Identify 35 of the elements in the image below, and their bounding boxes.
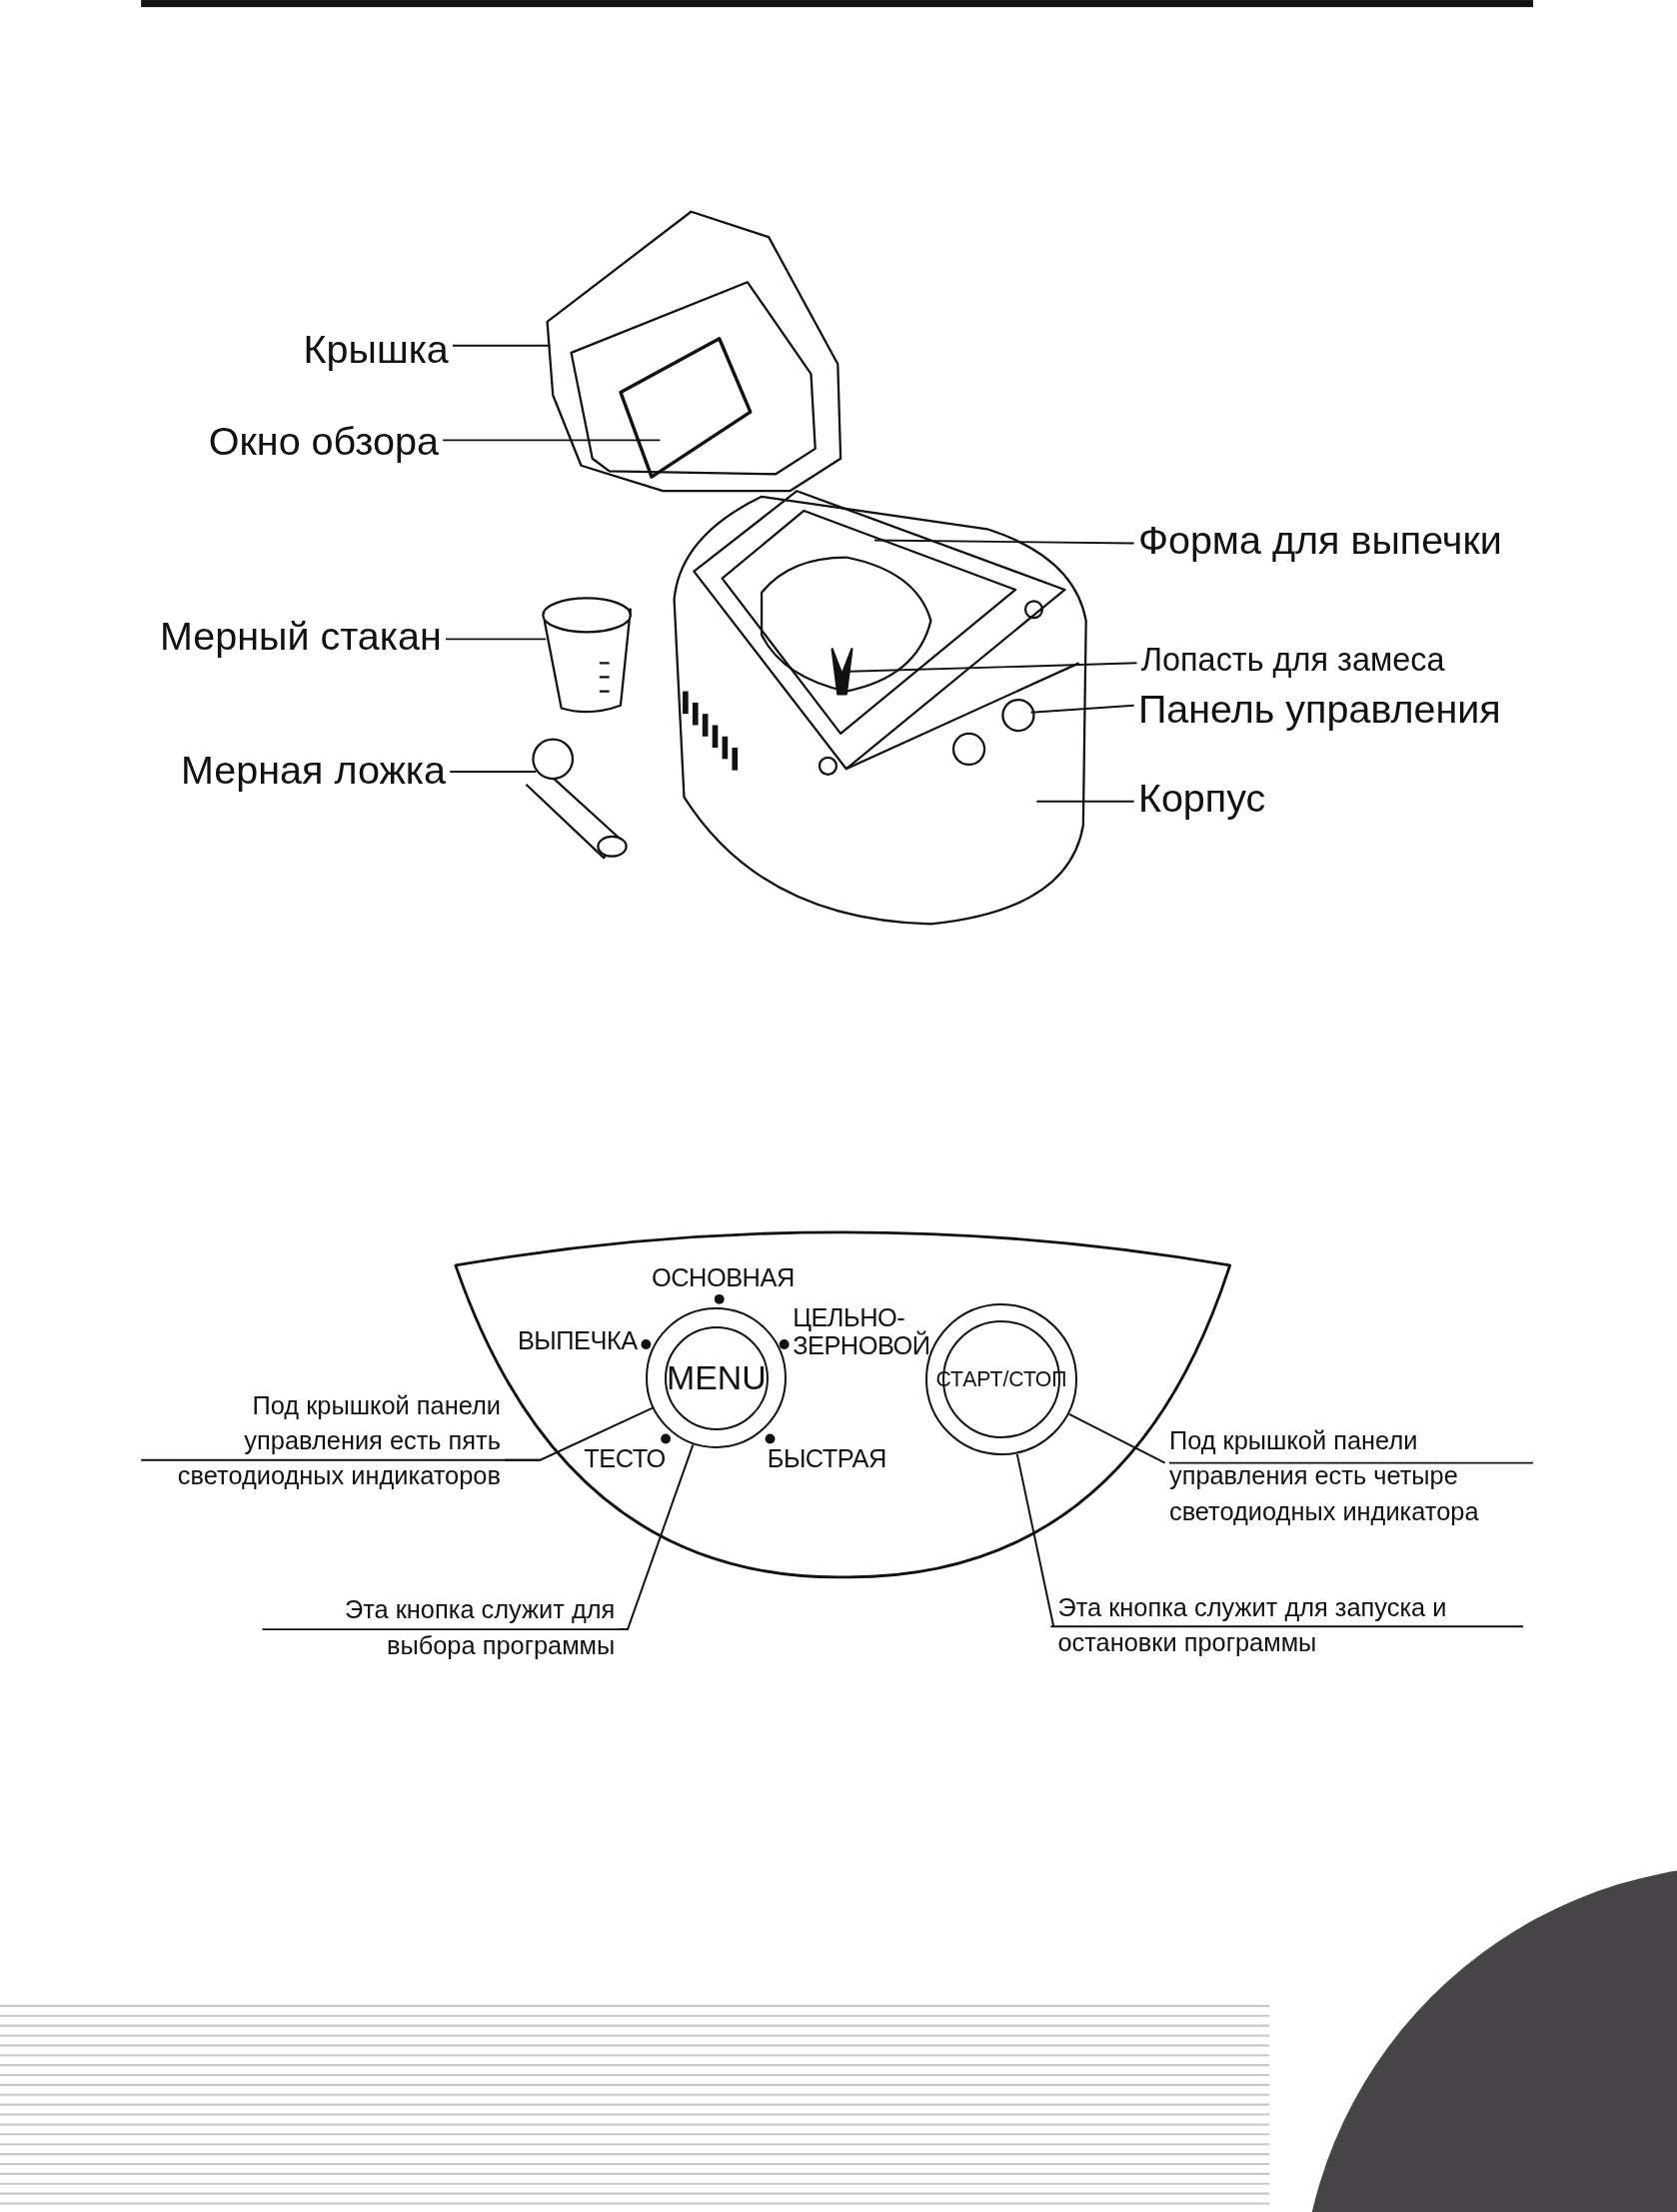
part-label: Форма для выпечки xyxy=(1137,517,1502,564)
leader-line xyxy=(445,638,548,641)
control-knobs-drawing xyxy=(951,698,1035,767)
leader-line xyxy=(1035,800,1135,803)
callout-text: Под крышкой панели управления есть четыре светодиодных индикатора xyxy=(1168,1422,1539,1529)
indicator-label: ОСНОВНАЯ xyxy=(652,1263,795,1293)
part-label: Мерная ложка xyxy=(180,747,446,794)
measuring-spoon-drawing xyxy=(525,738,628,860)
leader-line xyxy=(504,1406,654,1461)
leader-line xyxy=(442,439,662,442)
leader-line xyxy=(618,1443,695,1631)
callout-text: Эта кнопка служит для запуска и остановки программы xyxy=(1057,1589,1524,1661)
leader-line xyxy=(847,662,1138,673)
callout-text: Эта кнопка служит для выбора программы xyxy=(262,1592,616,1663)
leader-line xyxy=(449,771,538,773)
part-label: Корпус xyxy=(1137,776,1266,822)
leader-line xyxy=(452,344,552,347)
viewing-window-drawing xyxy=(619,337,753,479)
measuring-cup-drawing xyxy=(542,597,632,714)
leader-line xyxy=(1067,1412,1166,1464)
indicator-label: ВЫПЕЧКА xyxy=(517,1325,638,1355)
round-button: MENU xyxy=(646,1307,788,1449)
part-label: Окно обзора xyxy=(208,419,439,465)
kneading-paddle-drawing xyxy=(831,648,853,696)
lid-drawing xyxy=(546,210,842,493)
part-label: Крышка xyxy=(303,327,449,373)
part-label: Лопасть для замеса xyxy=(1140,642,1445,680)
leader-line xyxy=(1015,1452,1055,1628)
baking-pan-drawing xyxy=(693,490,1066,771)
leader-line xyxy=(1029,704,1135,714)
part-label: Мерный стакан xyxy=(159,613,442,660)
leader-line xyxy=(873,539,1135,545)
part-label: Панель управления xyxy=(1137,687,1501,733)
callout-text: Под крышкой панели управления есть пять светодиодных индикаторов xyxy=(155,1387,501,1494)
housing-drawing xyxy=(673,490,1087,926)
